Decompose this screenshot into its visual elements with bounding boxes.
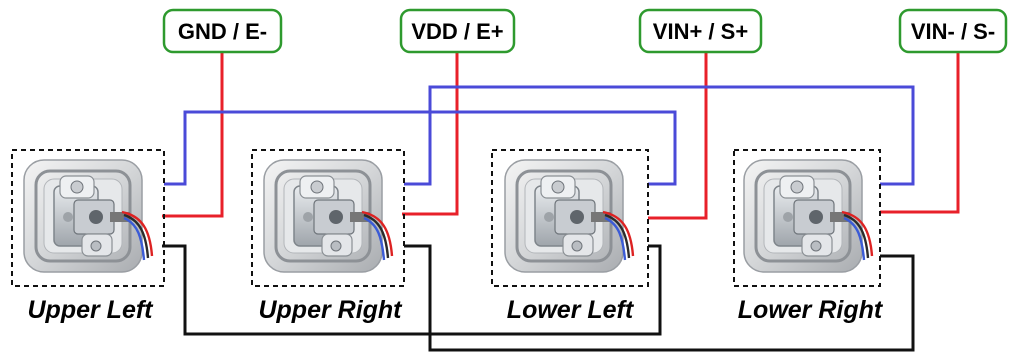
terminal-vin-plus-label: VIN+ / S+ <box>653 19 748 44</box>
terminal-vdd: VDD / E+ <box>399 8 516 54</box>
load-cell-upper-left-label: Upper Left <box>28 296 155 324</box>
load-cell-lower-right: Lower Right <box>733 149 884 324</box>
load-cell-lower-left-label: Lower Left <box>507 296 635 324</box>
blue-wire-2 <box>404 85 915 186</box>
load-cell-upper-right-label: Upper Right <box>258 296 403 324</box>
terminal-vin-plus: VIN+ / S+ <box>638 8 763 54</box>
terminal-gnd: GND / E- <box>162 8 283 54</box>
load-cell-icon <box>22 158 154 274</box>
terminal-vin-minus-label: VIN- / S- <box>911 19 995 44</box>
red-wire-gnd <box>162 52 224 218</box>
wires <box>162 52 960 352</box>
terminal-vin-minus: VIN- / S- <box>898 8 1008 54</box>
load-cell-lower-left: Lower Left <box>491 149 649 324</box>
black-wire-1 <box>162 244 662 336</box>
load-cell-icon <box>742 158 874 274</box>
load-cell-upper-left: Upper Left <box>11 149 165 324</box>
terminal-vdd-label: VDD / E+ <box>411 19 503 44</box>
load-cell-icon <box>262 158 394 274</box>
load-cell-lower-right-label: Lower Right <box>738 296 884 324</box>
black-wire-2 <box>404 244 915 352</box>
load-cell-icon <box>503 158 635 274</box>
load-cell-upper-right: Upper Right <box>251 149 405 324</box>
red-wire-vdd <box>402 52 459 216</box>
terminal-gnd-label: GND / E- <box>178 19 267 44</box>
red-wire-vin-minus <box>880 52 960 214</box>
red-wire-vin-plus <box>648 52 708 220</box>
